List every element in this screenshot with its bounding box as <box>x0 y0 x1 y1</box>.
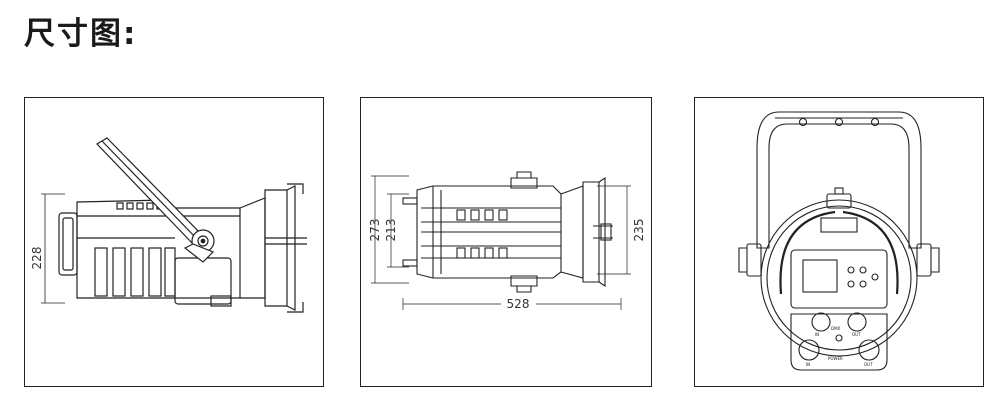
page-title: 尺寸图: <box>24 16 138 52</box>
power-label: POWER <box>828 356 843 361</box>
side-view-panel: 228 <box>24 97 324 387</box>
dmx-label: DMX <box>831 326 841 331</box>
dmx-in-label: IN <box>815 332 819 337</box>
top-inner-height-dimension: 213 <box>384 219 398 242</box>
power-in-label: IN <box>806 362 810 367</box>
side-height-dimension: 228 <box>30 247 44 270</box>
top-lens-height-dimension: 235 <box>632 219 646 242</box>
power-out-label: OUT <box>864 362 873 367</box>
top-length-dimension: 528 <box>507 297 530 311</box>
front-view-drawing: IN DMX OUT IN POWER OUT <box>738 111 940 371</box>
top-outer-height-dimension: 273 <box>368 219 382 242</box>
dmx-out-label: OUT <box>852 332 861 337</box>
top-view-drawing: 273 213 528 235 <box>368 171 646 311</box>
front-view-panel: IN DMX OUT IN POWER OUT <box>694 97 984 387</box>
top-view-panel: 273 213 528 235 <box>360 97 652 387</box>
side-view-drawing: 228 <box>30 137 307 313</box>
